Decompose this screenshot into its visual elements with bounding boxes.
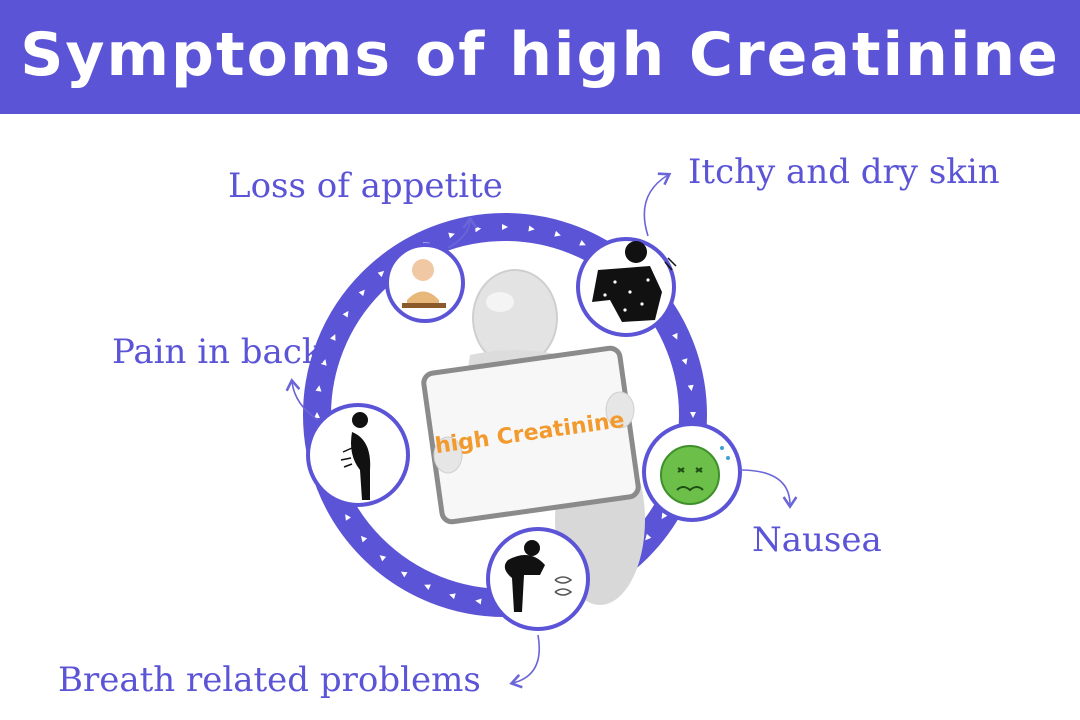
ring-arrow-mark <box>449 593 456 600</box>
ring-arrow-mark <box>314 412 320 418</box>
label-loss-of-appetite: Loss of appetite <box>228 166 503 206</box>
title-banner: Symptoms of high Creatinine <box>0 0 1080 114</box>
label-itchy-dry-skin: Itchy and dry skin <box>688 152 1000 192</box>
ring-arrow-mark <box>579 240 586 246</box>
ring-arrow-mark <box>400 571 408 578</box>
back-node <box>306 403 410 507</box>
label-breath-problems: Breath related problems <box>58 660 481 700</box>
itching-person-icon <box>592 241 677 322</box>
ring-arrow-mark <box>687 384 694 392</box>
ring-arrow-mark <box>345 514 351 521</box>
ring-arrow-mark <box>690 412 696 418</box>
label-pain-in-back: Pain in back <box>112 332 323 372</box>
ring-arrow-mark <box>554 230 561 237</box>
ring-arrow-mark <box>424 584 431 590</box>
arrow-nausea <box>739 469 798 509</box>
skin-node <box>576 237 677 337</box>
sign-board <box>421 345 641 525</box>
ring-arrow-mark <box>475 598 482 605</box>
ring-arrow-mark <box>379 555 387 562</box>
ring-arrow-mark <box>681 358 688 365</box>
ring-arrow-mark <box>342 310 349 318</box>
arrow-appetite <box>447 216 478 249</box>
ring-arrow-mark <box>358 289 365 297</box>
ring-arrow-mark <box>448 232 455 239</box>
label-nausea: Nausea <box>752 520 882 560</box>
ring-arrow-mark <box>320 359 327 366</box>
ring-arrow-mark <box>360 535 368 543</box>
arrow-breath <box>509 634 540 689</box>
ring-arrow-mark <box>661 512 668 520</box>
ring-arrow-mark <box>330 334 336 341</box>
ring-arrow-mark <box>502 224 508 230</box>
eating-person-icon <box>402 259 446 308</box>
back-pain-person-icon <box>340 412 371 500</box>
ring-arrow-mark <box>645 533 652 541</box>
arrow-skin <box>643 172 672 237</box>
ring-arrow-mark <box>377 270 385 278</box>
ring-arrow-mark <box>315 385 322 392</box>
nauseous-face-icon <box>660 445 730 505</box>
ring-arrow-mark <box>672 332 678 340</box>
page-title: Symptoms of high Creatinine <box>20 20 1060 90</box>
ring-arrow-mark <box>528 225 535 232</box>
arrow-back <box>285 378 319 421</box>
breathing-difficulty-icon <box>504 540 573 612</box>
appetite-node <box>385 243 465 323</box>
nausea-node <box>642 422 742 522</box>
breath-node <box>486 527 590 631</box>
